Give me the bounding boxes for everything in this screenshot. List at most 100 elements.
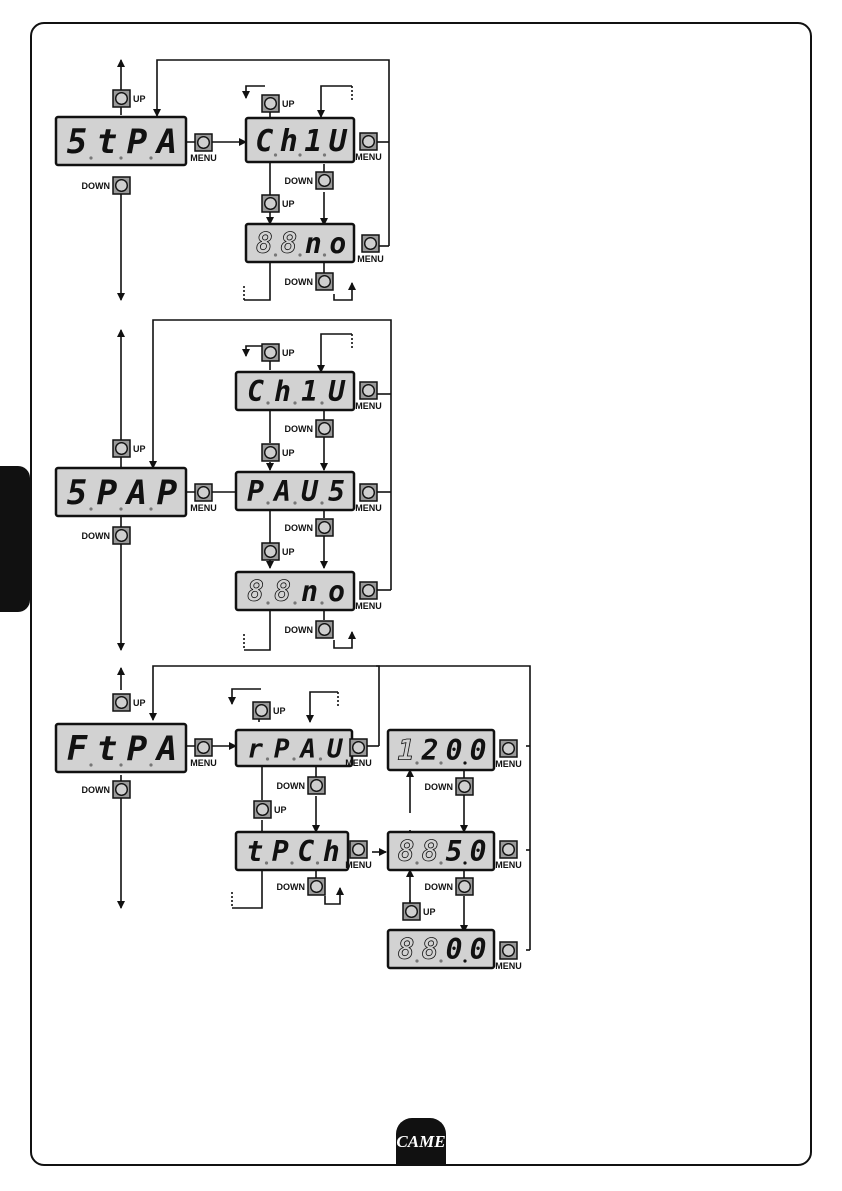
- button-cap[interactable]: [319, 423, 331, 435]
- lcd-digit: P: [97, 473, 118, 513]
- button-cap[interactable]: [265, 198, 277, 210]
- up-button[interactable]: UP: [262, 195, 295, 212]
- button-cap[interactable]: [353, 844, 365, 856]
- return-line: [376, 666, 530, 950]
- down-button[interactable]: DOWN: [285, 172, 334, 189]
- lcd-digit: 1: [398, 734, 415, 767]
- button-cap[interactable]: [363, 585, 375, 597]
- button-cap[interactable]: [198, 487, 210, 499]
- button-cap[interactable]: [116, 443, 128, 455]
- button-cap[interactable]: [363, 385, 375, 397]
- button-cap[interactable]: [406, 906, 418, 918]
- button-cap[interactable]: [116, 697, 128, 709]
- button-cap[interactable]: [319, 624, 331, 636]
- button-cap[interactable]: [265, 98, 277, 110]
- button-cap[interactable]: [503, 743, 515, 755]
- down-button[interactable]: DOWN: [277, 777, 326, 794]
- button-label: UP: [133, 94, 146, 104]
- menu-button[interactable]: MENU: [190, 739, 217, 768]
- button-label: MENU: [355, 401, 382, 411]
- button-cap[interactable]: [319, 522, 331, 534]
- down-button[interactable]: DOWN: [425, 878, 474, 895]
- lcd-dot: [149, 156, 152, 159]
- up-button[interactable]: UP: [113, 694, 146, 711]
- button-cap[interactable]: [116, 93, 128, 105]
- button-cap[interactable]: [265, 447, 277, 459]
- down-button[interactable]: DOWN: [285, 621, 334, 638]
- button-cap[interactable]: [459, 781, 471, 793]
- menu-button[interactable]: MENU: [495, 942, 522, 971]
- button-cap[interactable]: [319, 175, 331, 187]
- lcd-dot: [316, 861, 319, 864]
- menu-button[interactable]: MENU: [190, 484, 217, 513]
- down-button[interactable]: DOWN: [285, 519, 334, 536]
- button-cap[interactable]: [198, 137, 210, 149]
- lcd-dot: [149, 507, 152, 510]
- menu-button[interactable]: MENU: [190, 134, 217, 163]
- lcd-digit: n: [301, 575, 318, 608]
- menu-button[interactable]: MENU: [355, 382, 382, 411]
- down-button[interactable]: DOWN: [425, 778, 474, 795]
- button-label: DOWN: [277, 882, 306, 892]
- down-button[interactable]: DOWN: [82, 781, 131, 798]
- button-cap[interactable]: [353, 742, 365, 754]
- menu-button[interactable]: MENU: [495, 841, 522, 870]
- button-cap[interactable]: [459, 881, 471, 893]
- button-label: DOWN: [285, 523, 314, 533]
- lcd-dot: [274, 253, 277, 256]
- button-cap[interactable]: [116, 180, 128, 192]
- lcd-ch1u: Ch1U: [236, 372, 354, 410]
- button-cap[interactable]: [116, 784, 128, 796]
- down-button[interactable]: DOWN: [285, 420, 334, 437]
- lcd-digit: A: [298, 734, 316, 764]
- lcd-digit: 8: [398, 835, 415, 868]
- menu-button[interactable]: MENU: [355, 133, 382, 162]
- button-cap[interactable]: [257, 804, 269, 816]
- down-button[interactable]: DOWN: [277, 878, 326, 895]
- button-cap[interactable]: [503, 844, 515, 856]
- up-button[interactable]: UP: [254, 801, 287, 818]
- lcd-digit: P: [157, 473, 178, 513]
- up-button[interactable]: UP: [262, 95, 295, 112]
- button-cap[interactable]: [311, 780, 323, 792]
- lcd-dot: [415, 959, 418, 962]
- button-cap[interactable]: [256, 705, 268, 717]
- down-button[interactable]: DOWN: [82, 177, 131, 194]
- up-button[interactable]: UP: [262, 543, 295, 560]
- button-label: UP: [274, 805, 287, 815]
- lcd-digit: 8: [422, 933, 439, 966]
- button-cap[interactable]: [363, 487, 375, 499]
- menu-button[interactable]: MENU: [357, 235, 384, 264]
- down-button[interactable]: DOWN: [82, 527, 131, 544]
- up-button[interactable]: UP: [113, 90, 146, 107]
- menu-button[interactable]: MENU: [495, 740, 522, 769]
- down-button[interactable]: DOWN: [285, 273, 334, 290]
- up-button[interactable]: UP: [113, 440, 146, 457]
- button-cap[interactable]: [116, 530, 128, 542]
- lcd-dot: [293, 501, 296, 504]
- menu-button[interactable]: MENU: [355, 582, 382, 611]
- menu-button[interactable]: MENU: [355, 484, 382, 513]
- button-cap[interactable]: [319, 276, 331, 288]
- button-cap[interactable]: [311, 881, 323, 893]
- lcd-digit: 5: [446, 835, 463, 868]
- button-cap[interactable]: [365, 238, 377, 250]
- up-button[interactable]: UP: [262, 344, 295, 361]
- lcd-digit: U: [327, 734, 344, 764]
- lcd-dot: [298, 153, 301, 156]
- up-button[interactable]: UP: [262, 444, 295, 461]
- button-cap[interactable]: [363, 136, 375, 148]
- lcd-dot: [323, 153, 326, 156]
- button-cap[interactable]: [265, 347, 277, 359]
- button-label: UP: [133, 444, 146, 454]
- lcd-digit: t: [97, 122, 117, 162]
- lcd-spap: 5PAP: [56, 468, 186, 516]
- up-button[interactable]: UP: [403, 903, 436, 920]
- button-label: MENU: [495, 961, 522, 971]
- wrap-arrow: [321, 334, 352, 372]
- up-button[interactable]: UP: [253, 702, 286, 719]
- button-cap[interactable]: [503, 945, 515, 957]
- button-cap[interactable]: [198, 742, 210, 754]
- brand-logo: CAME: [396, 1132, 446, 1152]
- button-cap[interactable]: [265, 546, 277, 558]
